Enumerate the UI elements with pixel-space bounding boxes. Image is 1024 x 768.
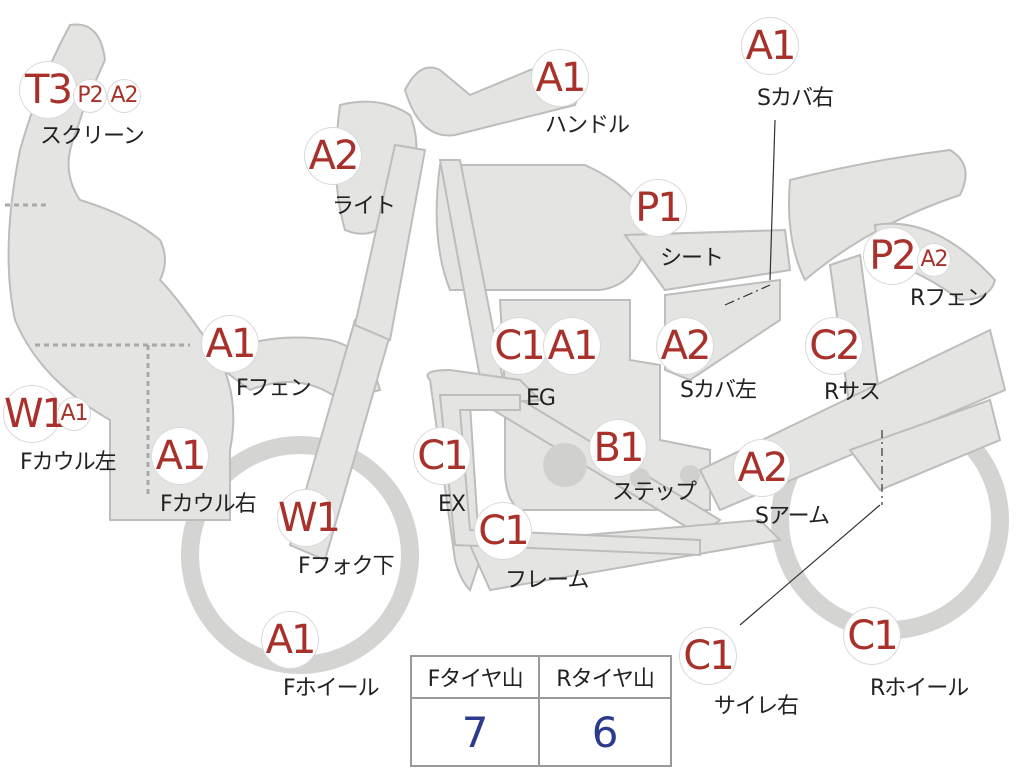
part-label-f-fender: Fフェン	[236, 376, 312, 401]
part-label-r-wheel: Rホイール	[870, 676, 969, 701]
part-label-r-fender: Rフェン	[910, 286, 988, 311]
part-label-s-arm: Sアーム	[755, 504, 830, 529]
damage-code-badge: A1	[742, 18, 798, 74]
damage-code-badge: A2	[108, 80, 140, 112]
damage-code-badge: B1	[590, 420, 646, 476]
damage-code-badge: C1	[491, 318, 547, 374]
damage-code-badge: P1	[630, 180, 686, 236]
part-label-ex: EX	[438, 492, 466, 517]
rear-tire-depth-header: Rタイヤ山	[538, 655, 672, 699]
damage-code-badge: C1	[844, 608, 900, 664]
part-label-frame: フレーム	[505, 568, 589, 593]
leader-line	[739, 504, 881, 626]
part-label-handle: ハンドル	[545, 113, 630, 138]
part-label-f-wheel: Fホイール	[283, 676, 380, 701]
part-label-r-sus: Rサス	[824, 380, 881, 405]
damage-code-badge: A1	[262, 612, 318, 668]
part-label-s-cover-right: Sカバ右	[757, 86, 834, 111]
damage-code-badge: C2	[806, 318, 862, 374]
tire-depth-table: Fタイヤ山 Rタイヤ山 7 6	[409, 655, 672, 767]
part-label-silencer-right: サイレ右	[714, 694, 799, 719]
part-label-f-cowl-right: Fカウル右	[160, 492, 257, 517]
damage-code-badge: A2	[918, 244, 950, 276]
part-label-eg: EG	[526, 386, 556, 411]
part-label-light: ライト	[332, 194, 396, 219]
damage-code-badge: P2	[74, 80, 106, 112]
damage-code-badge: A2	[657, 318, 713, 374]
damage-code-badge: A1	[532, 50, 588, 106]
damage-code-badge: C1	[475, 503, 531, 559]
damage-code-badge: A2	[305, 128, 361, 184]
rear-tire-depth-value: 6	[538, 697, 672, 767]
fuel-tank	[435, 164, 652, 291]
part-label-f-fork-lower: Fフォク下	[298, 554, 395, 579]
damage-code-badge: A1	[202, 316, 258, 372]
part-label-f-cowl-left: Fカウル左	[20, 450, 117, 475]
footpeg-right	[680, 465, 700, 485]
damage-code-badge: A1	[152, 428, 208, 484]
damage-code-badge: A1	[544, 318, 600, 374]
engine-cover	[543, 443, 587, 487]
damage-code-badge: W1	[278, 490, 341, 546]
muffler	[848, 398, 1002, 492]
exhaust	[438, 394, 701, 557]
front-tire-depth-value: 7	[409, 697, 541, 767]
tail	[788, 148, 967, 282]
part-label-step: ステップ	[612, 480, 697, 505]
leader-line	[769, 119, 776, 281]
damage-code-badge: C1	[680, 628, 736, 684]
damage-code-badge: P2	[864, 228, 920, 284]
leader-line	[724, 284, 771, 306]
seat	[623, 228, 792, 292]
part-label-seat: シート	[660, 246, 724, 271]
damage-code-badge: T3	[20, 62, 76, 118]
damage-code-badge: W1	[4, 386, 67, 442]
part-label-s-cover-left: Sカバ左	[680, 378, 757, 403]
footpeg-left	[630, 468, 650, 488]
frame-lower	[468, 518, 783, 592]
fork-upper	[353, 143, 427, 342]
part-label-screen: スクリーン	[40, 124, 145, 149]
damage-code-badge: A2	[734, 440, 790, 496]
damage-code-badge: A1	[58, 398, 90, 430]
damage-code-badge: C1	[414, 428, 470, 484]
front-tire-depth-header: Fタイヤ山	[409, 655, 541, 699]
